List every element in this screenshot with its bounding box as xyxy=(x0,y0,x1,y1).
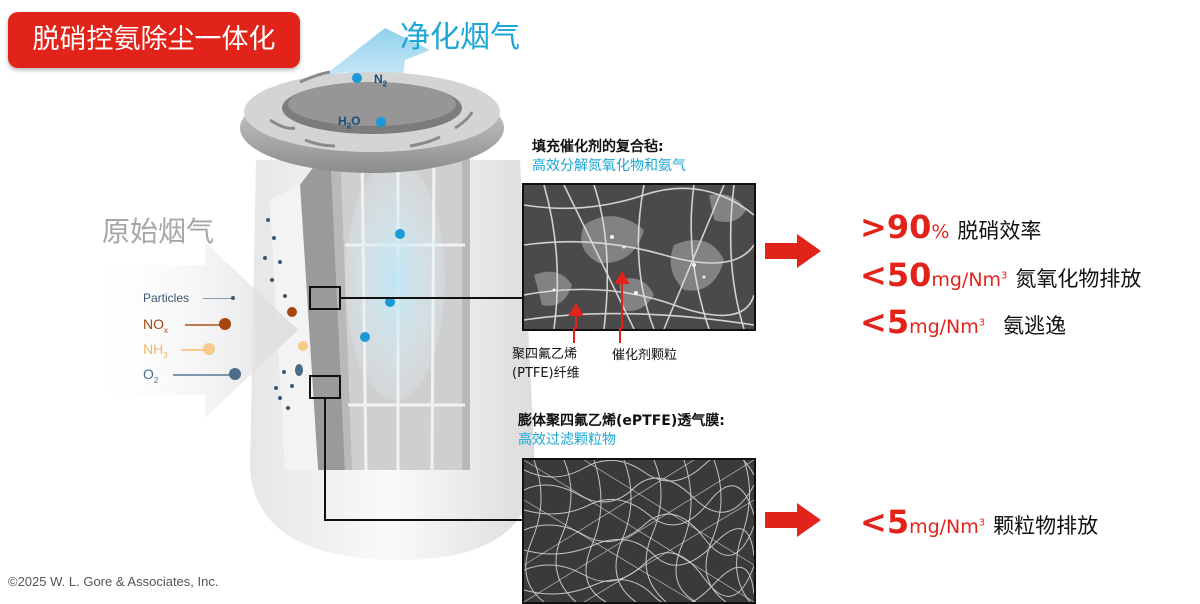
felt-panel-title: 填充催化剂的复合毡: xyxy=(532,139,664,155)
stats-arrow-bottom xyxy=(765,503,821,537)
stat-particulate-emission: <5 mg/Nm3 颗粒物排放 xyxy=(860,503,1099,541)
h2o-label: H2O xyxy=(338,114,361,131)
felt-micrograph xyxy=(522,183,756,331)
n2-label: N2 xyxy=(374,72,388,89)
clean-gas-glow xyxy=(345,160,445,400)
legend-particles: Particles xyxy=(143,291,243,305)
stat-denox-efficiency: >90 % 脱硝效率 xyxy=(860,208,1042,246)
stat-ammonia-slip: <5 mg/Nm3 氨逃逸 xyxy=(860,303,1067,341)
raw-gas-arrow xyxy=(100,242,298,418)
title-badge: 脱硝控氨除尘一体化 xyxy=(8,12,300,68)
legend-nh3: NH3 xyxy=(143,341,243,360)
nh3-dot xyxy=(298,341,308,351)
o2-dot xyxy=(295,364,303,376)
ptfe-fiber-label: 聚四氟乙烯 (PTFE)纤维 xyxy=(512,347,580,381)
membrane-panel-title: 膨体聚四氟乙烯(ePTFE)透气膜: xyxy=(518,413,725,429)
membrane-panel-subtitle: 高效过滤颗粒物 xyxy=(518,432,616,448)
nox-dot xyxy=(287,307,297,317)
annotation-arrows-tail xyxy=(573,327,621,343)
felt-layer xyxy=(300,145,345,470)
stats-arrow-top xyxy=(765,234,821,268)
copyright: ©2025 W. L. Gore & Associates, Inc. xyxy=(8,574,219,589)
felt-panel-subtitle: 高效分解氮氧化物和氨气 xyxy=(532,158,686,174)
legend-o2: O2 xyxy=(143,366,243,385)
filter-bag-illustration xyxy=(100,28,535,560)
clean-gas-label: 净化烟气 xyxy=(400,20,520,55)
catalyst-particle-label: 催化剂颗粒 xyxy=(612,348,678,363)
raw-gas-label: 原始烟气 xyxy=(102,215,215,248)
legend-nox: NOx xyxy=(143,316,243,335)
stat-nox-emission: <50 mg/Nm3 氮氧化物排放 xyxy=(860,256,1142,294)
membrane-micrograph xyxy=(522,458,756,604)
